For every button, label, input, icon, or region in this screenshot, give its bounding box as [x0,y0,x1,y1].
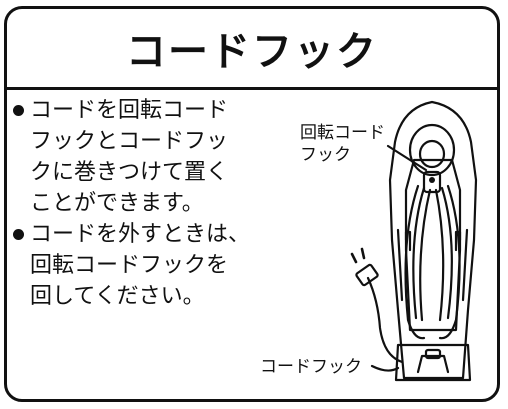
bullet-line: コードを外すときは、 [30,222,251,247]
bullet-line: コードを回転コード [30,98,229,123]
bullet-line: 回してください。 [30,284,205,309]
rotary-hook-callout: 回転コード フック [300,122,385,166]
bullet-item: コードを外すときは、 回転コードフックを 回してください。 [13,219,303,312]
plug-cord [366,276,404,364]
info-panel: コードフック コードを回転コード フックとコードフッ クに巻きつけて置く ことが… [4,6,500,402]
callout-line: 回転コード [300,123,385,143]
bullet-dot-icon [13,229,24,240]
rotary-hook-housing [408,123,456,177]
cord-hook-callout: コードフック [260,357,362,377]
plug-icon [355,263,379,287]
panel-title: コードフック [126,29,378,75]
appliance-body [388,100,478,380]
wound-cord [404,184,426,340]
bullet-line: クに巻きつけて置く [30,160,229,185]
rotary-hook-knob [418,139,446,169]
cord-hook-leader [370,364,400,372]
callout-line: フック [300,145,351,165]
bullet-list: コードを回転コード フックとコードフッ クに巻きつけて置く ことができます。 コ… [13,95,303,312]
bullet-line: ことができます。 [30,191,204,216]
rotary-hook-stem [422,170,442,194]
panel-header: コードフック [7,9,497,90]
bullet-line: 回転コードフックを [30,253,229,278]
bullet-item: コードを回転コード フックとコードフッ クに巻きつけて置く ことができます。 [13,95,303,219]
bullet-dot-icon [13,105,24,116]
rotary-hook-leader [386,144,428,172]
bullet-line: フックとコードフッ [30,129,229,154]
